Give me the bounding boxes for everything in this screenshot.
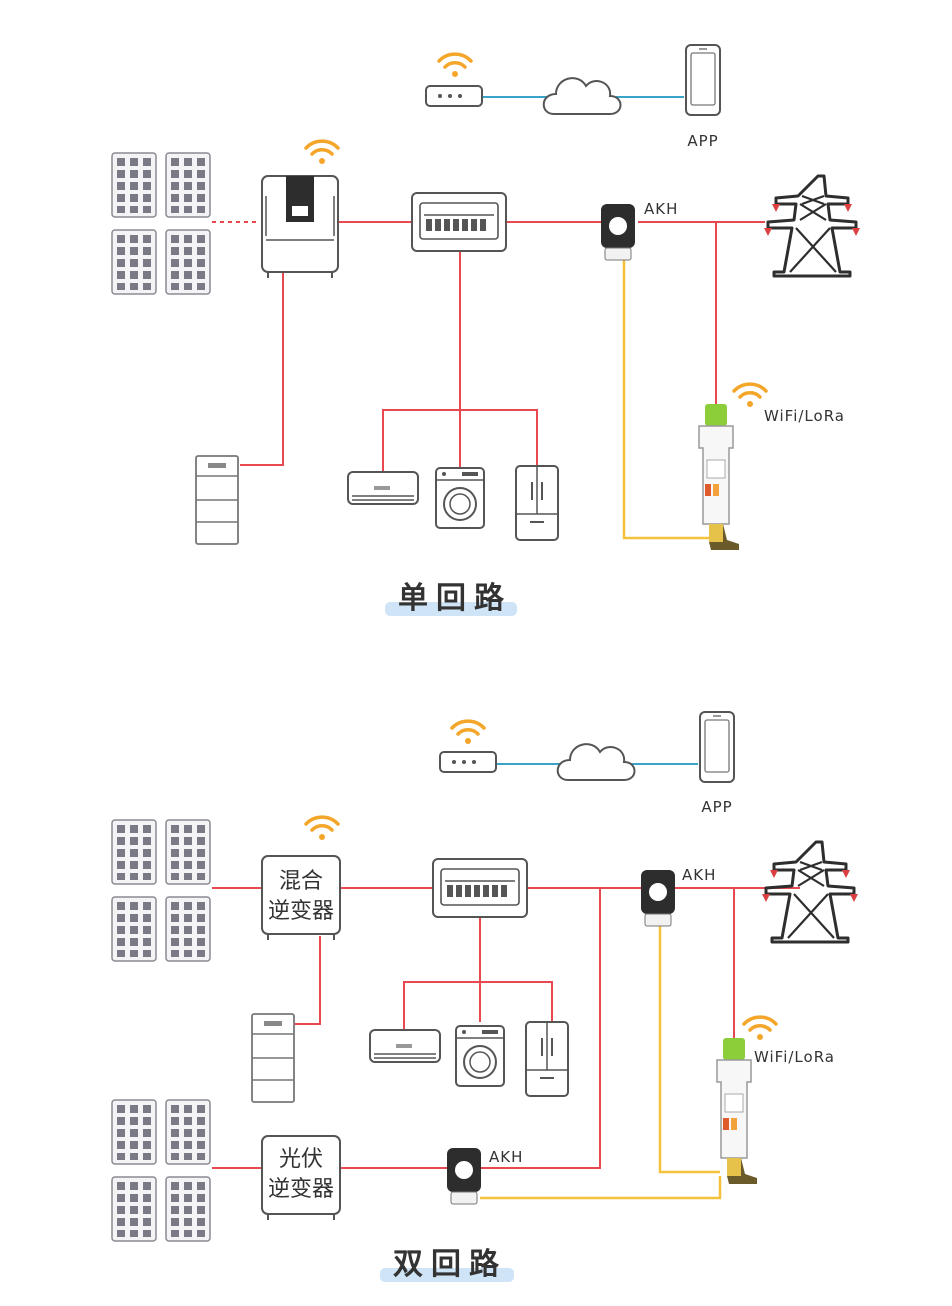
app-label: APP [701, 798, 732, 816]
akh-sensor-icon [640, 869, 676, 927]
cloud-icon [542, 77, 622, 115]
distribution-box-icon [411, 192, 507, 252]
smart-meter-icon [716, 1037, 758, 1185]
transmission-tower-icon [762, 174, 862, 278]
router-icon [439, 751, 497, 773]
single-loop-title: 单回路 [398, 581, 512, 616]
transmission-tower-icon [760, 840, 860, 944]
single-loop-diagram: APP AKH WiFi/LoRa [111, 44, 862, 616]
solar-panel [165, 152, 211, 218]
hybrid-inverter-label-1: 混合 [279, 869, 323, 894]
inverter-icon [261, 175, 339, 279]
refrigerator-icon [525, 1021, 569, 1097]
washing-machine-icon [455, 1025, 505, 1087]
solar-panel [111, 819, 157, 885]
wifi-icon [450, 719, 486, 746]
power-lines [212, 221, 765, 472]
solar-panel [165, 1099, 211, 1165]
washing-machine-icon [435, 467, 485, 529]
dual-loop-title: 双回路 [393, 1247, 507, 1282]
title-highlight [385, 602, 517, 616]
smart-meter-icon [698, 403, 740, 551]
distribution-box-icon [432, 858, 528, 918]
wifi-icon [742, 1015, 778, 1042]
router-icon [425, 85, 483, 107]
pv-inverter-label-2: 逆变器 [268, 1177, 334, 1202]
solar-panel [111, 1176, 157, 1242]
solar-panel [111, 1099, 157, 1165]
akh-sensor-icon [446, 1147, 482, 1205]
akh-label: AKH [682, 866, 716, 884]
solar-panel [111, 896, 157, 962]
solar-panel [111, 229, 157, 295]
air-conditioner-icon [347, 471, 419, 505]
solar-panel [165, 819, 211, 885]
wifi-icon [304, 815, 340, 842]
battery-icon [251, 1013, 295, 1103]
solar-panel [165, 229, 211, 295]
battery-icon [195, 455, 239, 545]
wifi-icon [732, 382, 768, 409]
akh-sensor-icon [600, 203, 636, 261]
air-conditioner-icon [369, 1029, 441, 1063]
akh-label: AKH [644, 200, 678, 218]
wifi-icon [304, 139, 340, 166]
phone-icon [685, 44, 721, 116]
wireless-label: WiFi/LoRa [764, 407, 845, 425]
wireless-label: WiFi/LoRa [754, 1048, 835, 1066]
hybrid-inverter-label-2: 逆变器 [268, 899, 334, 924]
signal-line [658, 924, 720, 1174]
dual-loop-diagram: APP 混合 逆变器 AKH [111, 711, 860, 1282]
phone-icon [699, 711, 735, 783]
solar-panel [111, 152, 157, 218]
solar-panel [165, 896, 211, 962]
akh-label: AKH [489, 1148, 523, 1166]
title-highlight [380, 1268, 514, 1282]
solar-panel [165, 1176, 211, 1242]
refrigerator-icon [515, 465, 559, 541]
app-label: APP [687, 132, 718, 150]
wifi-icon [437, 52, 473, 79]
signal-line [622, 256, 718, 540]
signal-line [480, 1176, 722, 1200]
pv-inverter-label-1: 光伏 [279, 1147, 323, 1172]
cloud-icon [556, 743, 636, 781]
